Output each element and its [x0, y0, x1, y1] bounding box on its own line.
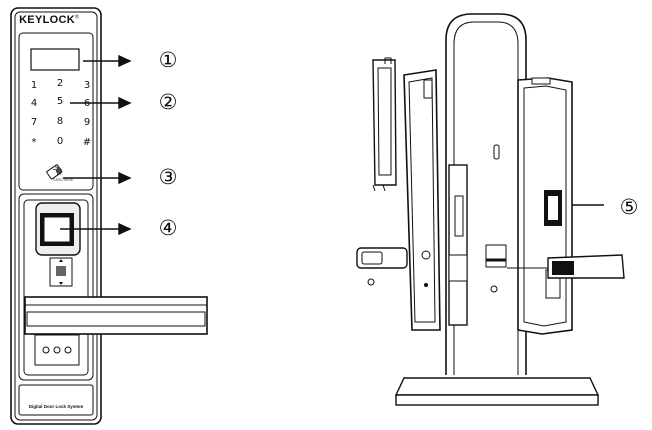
keypad-key: 6	[83, 98, 91, 109]
keypad-key: 2	[56, 78, 64, 89]
outer-lock-unit	[507, 77, 625, 335]
callout-4: ④	[158, 216, 178, 240]
brand-mark: ®	[74, 14, 79, 21]
keypad-key: 8	[56, 116, 64, 127]
keypad-key: 1	[30, 80, 38, 91]
keypad-key: #	[82, 137, 92, 148]
callout-5: ⑤	[619, 195, 639, 219]
keypad-key: 4	[30, 98, 38, 109]
callout-2: ②	[158, 90, 178, 114]
footer-text: Digital Door Lock System	[28, 404, 84, 409]
inner-lock-unit	[356, 57, 441, 331]
keypad-key: 0	[56, 136, 64, 147]
keypad-key: 5	[56, 96, 64, 107]
keypad-key: *	[31, 137, 37, 148]
keypad-key: 3	[83, 80, 91, 91]
brand-logo: KEYLOCK®	[16, 14, 82, 26]
keypad-key: 9	[83, 117, 91, 128]
card-icon	[46, 164, 63, 180]
callout-1: ①	[158, 48, 178, 72]
keypad-key: 7	[30, 117, 38, 128]
callout-3: ③	[158, 165, 178, 189]
card-label: CARD HERE	[52, 178, 74, 182]
brand-text: KEYLOCK	[19, 14, 75, 26]
